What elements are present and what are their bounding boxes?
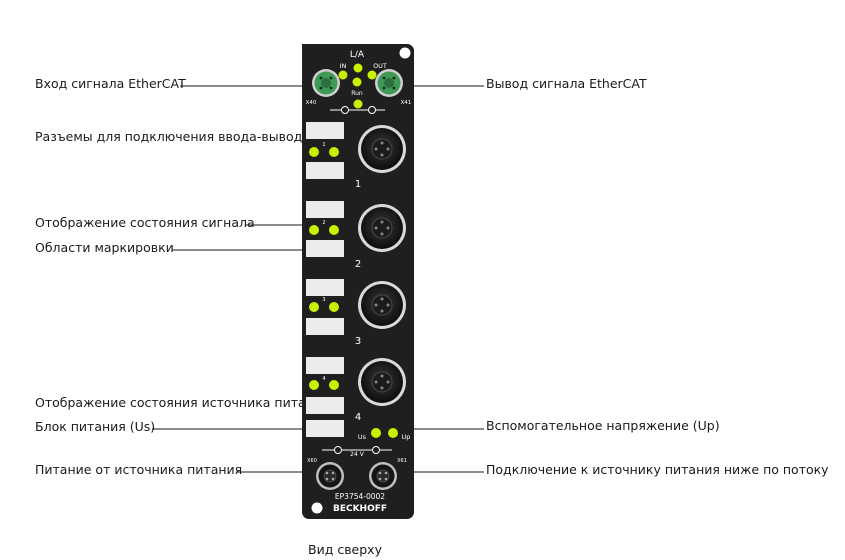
led-ch2-a — [309, 225, 319, 235]
led-ch2-b — [329, 225, 339, 235]
led-ch4-b — [329, 380, 339, 390]
power-in-connector — [316, 462, 344, 490]
mounting-hole-bottom — [311, 502, 323, 514]
us-label: Us — [358, 433, 367, 441]
led-la-1 — [353, 63, 363, 73]
label-power-unit: Блок питания (Us) — [35, 419, 156, 434]
led-la-2 — [352, 77, 362, 87]
ch1-label: 1 — [322, 142, 325, 148]
marking-area-4 — [306, 357, 344, 437]
led-run — [353, 99, 363, 109]
label-ethercat-out: Вывод сигнала EtherCAT — [486, 76, 647, 91]
marking-area-3 — [306, 279, 344, 335]
port-2-label: 2 — [355, 259, 361, 270]
x40-label: X40 — [306, 100, 317, 106]
ethercat-in-port — [312, 69, 340, 97]
led-us — [371, 428, 381, 438]
x61-label: X61 — [397, 458, 407, 464]
marking-area-1 — [306, 122, 344, 179]
run-label: Run — [351, 90, 363, 97]
m12-connector-4 — [358, 358, 406, 406]
x41-label: X41 — [401, 100, 412, 106]
m12-connector-3 — [358, 281, 406, 329]
in-label: IN — [340, 62, 347, 70]
ch4-label: 4 — [322, 376, 325, 382]
label-aux-voltage: Вспомогательное напряжение (Up) — [486, 418, 720, 433]
model-label: EP3754-0002 — [335, 492, 385, 501]
caption-top-view: Вид сверху — [308, 542, 382, 557]
port-1-label: 1 — [355, 179, 361, 190]
la-label: L/A — [350, 50, 365, 60]
led-la-in — [338, 70, 348, 80]
label-m12-connectors: Разъемы для подключения ввода-вывода M12 — [35, 129, 341, 144]
led-ch4-a — [309, 380, 319, 390]
led-ch3-a — [309, 302, 319, 312]
m12-connector-1 — [358, 125, 406, 173]
ch2-label: 2 — [322, 220, 325, 226]
brand-logo: BECKHOFF — [333, 504, 387, 514]
led-ch3-b — [329, 302, 339, 312]
power-out-connector — [369, 462, 397, 490]
ch3-label: 3 — [322, 297, 325, 303]
led-la-out — [367, 70, 377, 80]
label-signal-status: Отображение состояния сигнала — [35, 215, 255, 230]
24v-label: 24 V — [350, 451, 365, 458]
m12-connector-2 — [358, 204, 406, 252]
label-power-supply: Питание от источника питания — [35, 462, 243, 477]
label-ethercat-in: Вход сигнала EtherCAT — [35, 76, 186, 91]
marking-area-2 — [306, 201, 344, 257]
led-ch1-a — [309, 147, 319, 157]
up-label: Up — [402, 433, 411, 441]
out-label: OUT — [373, 62, 387, 70]
port-4-label: 4 — [355, 412, 361, 423]
label-marking-areas: Области маркировки — [35, 240, 174, 255]
led-up — [388, 428, 398, 438]
mounting-hole-top — [399, 47, 411, 59]
ethercat-out-port — [375, 69, 403, 97]
port-3-label: 3 — [355, 336, 361, 347]
label-downstream: Подключение к источнику питания ниже по … — [486, 462, 829, 477]
x60-label: X60 — [307, 458, 317, 464]
led-ch1-b — [329, 147, 339, 157]
label-power-status-header: Отображение состояния источника питания: — [35, 395, 334, 410]
